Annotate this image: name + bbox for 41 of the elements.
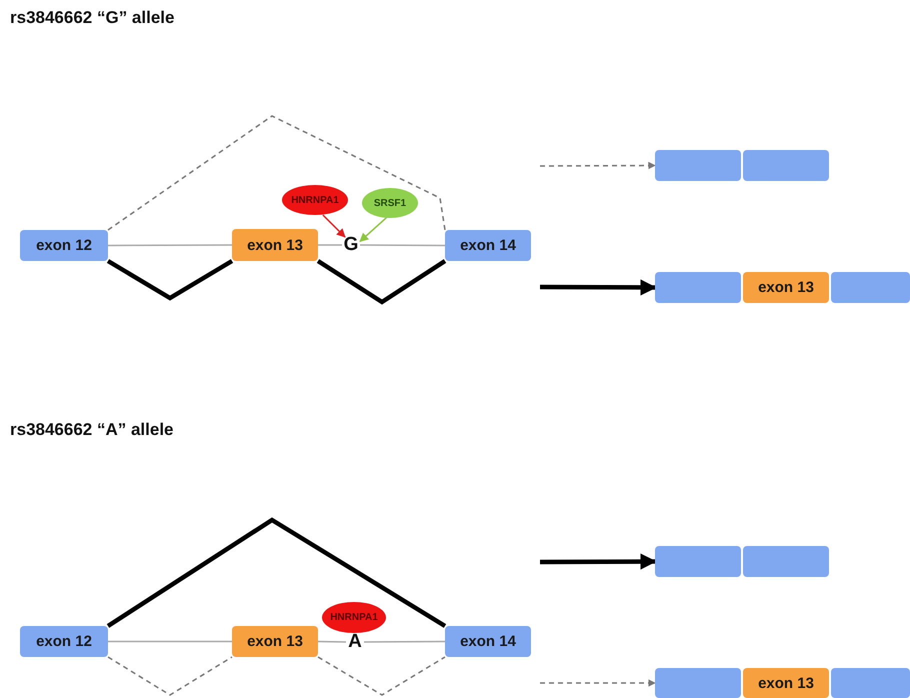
exon-box: exon 12	[20, 230, 108, 261]
exon-box: exon 13	[232, 229, 318, 261]
exon-box: exon 13	[743, 272, 829, 303]
arrow	[540, 279, 657, 296]
splice-line	[106, 517, 446, 628]
section-heading: rs3846662 “A” allele	[10, 420, 174, 440]
exon-box: exon 12	[20, 626, 108, 657]
exon-box	[831, 272, 910, 303]
exon-box	[831, 668, 910, 698]
exon-box	[655, 668, 741, 698]
intron-line	[360, 244, 445, 246]
arrow	[359, 216, 388, 242]
exon-box: exon 14	[445, 626, 531, 657]
arrow	[540, 679, 656, 687]
splice-line	[108, 656, 232, 696]
allele-letter: A	[346, 630, 364, 654]
intron-line	[108, 640, 232, 642]
intron-line	[108, 244, 232, 246]
protein-ellipse: HNRNPA1	[322, 602, 386, 633]
allele-letter: G	[342, 233, 360, 257]
exon-box	[655, 150, 741, 181]
intron-line	[318, 244, 342, 246]
protein-ellipse: SRSF1	[362, 188, 418, 218]
intron-line	[364, 640, 445, 643]
arrow	[540, 553, 657, 570]
exon-box	[743, 546, 829, 577]
splice-line	[318, 656, 446, 696]
exon-box	[655, 546, 741, 577]
exon-box: exon 14	[445, 230, 531, 261]
splice-line	[108, 115, 446, 231]
exon-box	[743, 150, 829, 181]
arrow	[540, 162, 656, 170]
arrow	[322, 214, 346, 238]
splice-line	[106, 259, 234, 301]
protein-ellipse: HNRNPA1	[282, 185, 348, 215]
exon-box: exon 13	[743, 668, 829, 698]
exon-box: exon 13	[232, 626, 318, 657]
intron-line	[318, 640, 346, 643]
splice-line	[316, 259, 446, 305]
exon-box	[655, 272, 741, 303]
section-heading: rs3846662 “G” allele	[10, 8, 174, 28]
